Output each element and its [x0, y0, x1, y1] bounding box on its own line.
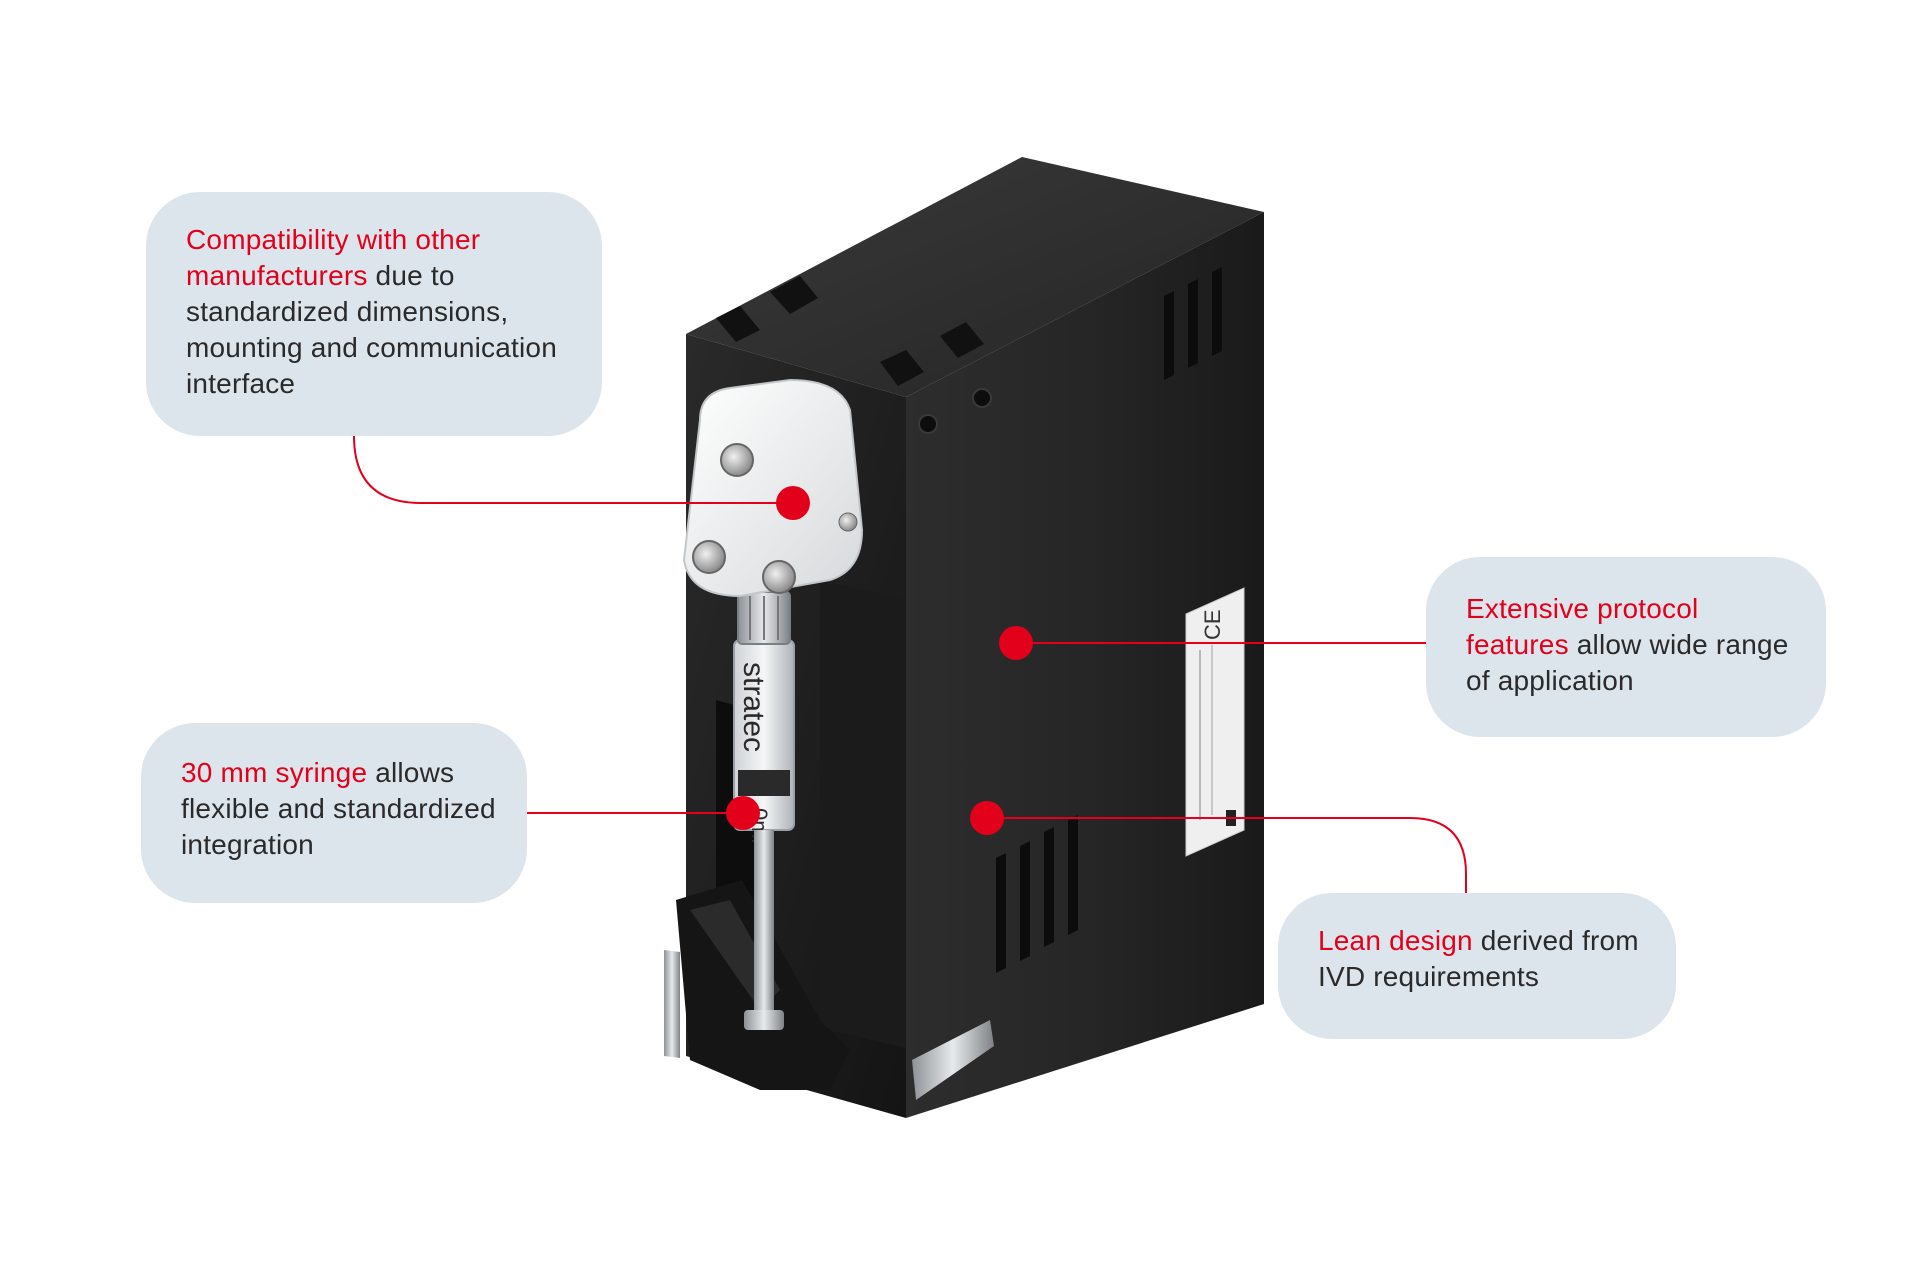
syringe-plunger-rod	[754, 830, 774, 1020]
red-dot-icon	[970, 801, 1004, 835]
screw-icon	[918, 414, 938, 434]
device-side-face	[906, 212, 1264, 1118]
connector-line-compatibility	[353, 435, 790, 504]
callout-protocol-highlight: Extensive protocol features	[1466, 593, 1699, 660]
callout-lean-highlight: Lean design	[1318, 925, 1473, 956]
device-top-ridge	[940, 322, 984, 358]
callout-compatibility-highlight: Compatibility with other manufacturers	[186, 224, 481, 291]
callout-protocol: Extensive protocol features allow wide r…	[1426, 557, 1826, 737]
mounting-bracket	[912, 1020, 994, 1100]
valve-screw-icon	[762, 560, 796, 594]
vent-slot	[1068, 815, 1078, 935]
vent-slot	[996, 853, 1006, 973]
valve-screw-icon	[692, 540, 726, 574]
device-top-ridge	[880, 350, 924, 386]
device-top-ridge	[716, 306, 760, 342]
red-dot-icon	[776, 486, 810, 520]
syringe-brand-text: stratec	[737, 662, 770, 752]
red-dot-icon	[999, 626, 1033, 660]
syringe-plunger-tip	[738, 770, 790, 796]
vent-slot	[1044, 827, 1054, 947]
callout-syringe: 30 mm syringe allows flexible and standa…	[141, 723, 527, 903]
callout-syringe-text: allows flexible and standardized integra…	[181, 757, 496, 860]
valve-screw-icon	[838, 512, 858, 532]
device-top-ridge	[770, 276, 818, 314]
connector-line-lean	[987, 817, 1467, 893]
callout-lean-text: derived from IVD requirements	[1318, 925, 1639, 992]
device-lower-block	[820, 580, 906, 1048]
valve-head	[682, 378, 864, 598]
ce-mark-icon: CE	[1200, 609, 1225, 640]
callout-compatibility: Compatibility with other manufacturers d…	[146, 192, 602, 436]
vent-slot	[1188, 279, 1198, 368]
vent-slot	[1020, 841, 1030, 961]
callout-protocol-text: allow wide range of application	[1466, 629, 1789, 696]
callout-compatibility-text: due to standardized dimensions, mounting…	[186, 260, 557, 399]
red-dot-icon	[726, 796, 760, 830]
mounting-bracket-edge	[664, 950, 680, 1058]
plunger-rod-end	[744, 1010, 784, 1030]
vent-slot	[1212, 267, 1222, 356]
screw-icon	[972, 388, 992, 408]
vent-slot	[1164, 291, 1174, 380]
device-top-face	[686, 157, 1264, 397]
callout-syringe-highlight: 30 mm syringe	[181, 757, 368, 788]
callout-lean-design: Lean design derived from IVD requirement…	[1278, 893, 1676, 1039]
valve-screw-icon	[720, 443, 754, 477]
